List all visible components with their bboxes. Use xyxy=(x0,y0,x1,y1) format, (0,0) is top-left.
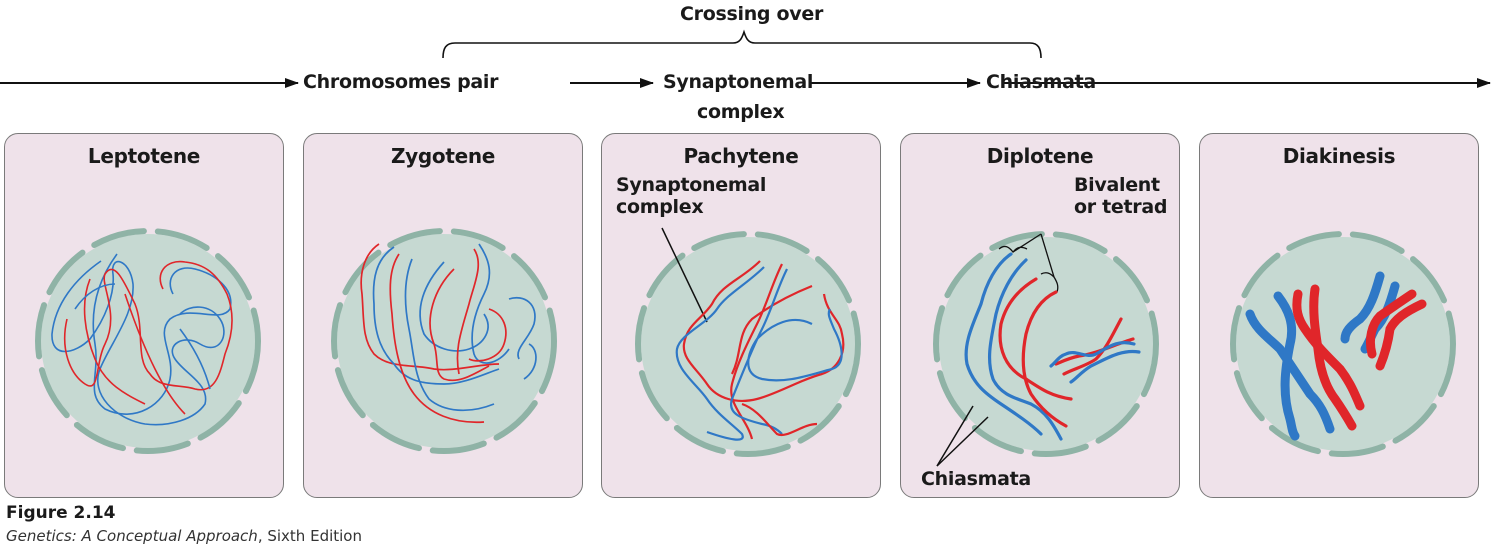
chiasmata-label: Chiasmata xyxy=(921,468,1031,490)
chromosome-red xyxy=(63,260,233,391)
chromosomes xyxy=(964,252,1141,441)
nuclear-envelope xyxy=(35,228,261,454)
chromosome-red xyxy=(1309,284,1357,431)
step-chromosomes-pair: Chromosomes pair xyxy=(303,71,499,93)
nuclear-envelope xyxy=(933,231,1159,457)
chromosomes xyxy=(51,253,233,426)
chromosome-red xyxy=(730,263,813,440)
chromosome-blue xyxy=(1245,309,1335,434)
stage-title: Pachytene xyxy=(683,144,799,168)
chromosome-blue xyxy=(1049,341,1141,384)
stage-title: Diakinesis xyxy=(1282,144,1396,168)
step-chiasmata: Chiasmata xyxy=(986,71,1096,93)
chromosome-blue xyxy=(964,252,1043,436)
crossing-over-brace xyxy=(442,29,1042,59)
nucleus-illustration xyxy=(35,228,261,454)
chromosome-red xyxy=(389,253,485,424)
chromosome-blue xyxy=(1273,291,1300,441)
chromosomes xyxy=(1245,271,1427,441)
chromosome-blue xyxy=(419,261,489,352)
stage-card-zygotene: Zygotene xyxy=(303,133,583,498)
stage-card-diplotene: Diplotene Bivalent or tetrad Chiasmata xyxy=(900,133,1180,498)
chromosome-blue xyxy=(92,253,232,415)
stage-card-leptotene: Leptotene xyxy=(4,133,284,498)
nuclear-envelope xyxy=(635,231,861,457)
nucleus-illustration xyxy=(331,228,557,454)
chromosome-blue xyxy=(675,266,765,441)
crossing-over-label: Crossing over xyxy=(680,3,824,25)
chromosome-blue xyxy=(747,308,843,382)
chromosome-blue xyxy=(471,243,510,364)
pointer-line xyxy=(661,227,708,323)
nuclear-envelope xyxy=(1230,231,1456,457)
stage-title: Leptotene xyxy=(87,144,201,168)
synaptonemal-complex-label: Synaptonemal complex xyxy=(616,174,767,218)
chiasmata-pointers xyxy=(936,405,989,467)
chromosome-red xyxy=(998,277,1073,401)
nucleus-illustration xyxy=(635,227,861,457)
process-flow-arrows xyxy=(0,29,1491,88)
chromosome-blue xyxy=(51,260,225,426)
chromosome-blue xyxy=(404,258,495,412)
chromosome-red xyxy=(682,260,845,402)
chromosome-red xyxy=(1365,289,1427,371)
nucleus-illustration xyxy=(933,231,1159,467)
figure-number: Figure 2.14 xyxy=(6,503,116,523)
nucleus xyxy=(41,234,255,448)
chromosome-red xyxy=(456,248,507,375)
nuclear-envelope xyxy=(331,228,557,454)
chromosome-red xyxy=(360,243,500,371)
step-complex: complex xyxy=(697,101,785,123)
stage-card-diakinesis: Diakinesis xyxy=(1199,133,1479,498)
nucleus-illustration xyxy=(1230,231,1456,457)
chromosome-red xyxy=(83,278,186,415)
chromosomes xyxy=(360,243,537,424)
chromosome-blue xyxy=(987,258,1063,441)
bivalent-pointers xyxy=(998,233,1059,293)
chromosome-blue xyxy=(508,296,537,380)
chromosome-red xyxy=(741,402,818,437)
chromosomes xyxy=(675,260,845,441)
step-synaptonemal: Synaptonemal xyxy=(663,71,814,93)
stage-title: Diplotene xyxy=(986,144,1094,168)
chromosome-blue xyxy=(372,246,500,385)
stage-card-pachytene: Pachytene Synaptonemal complex xyxy=(601,133,881,498)
bivalent-or-tetrad-label: Bivalent or tetrad xyxy=(1074,174,1168,218)
book-title: Genetics: A Conceptual Approach xyxy=(6,527,258,545)
chromosome-blue xyxy=(74,283,211,390)
book-edition: , Sixth Edition xyxy=(257,527,362,545)
chromosome-red xyxy=(1021,290,1068,428)
figure-source: Genetics: A Conceptual Approach, Sixth E… xyxy=(6,527,362,545)
chromosome-red xyxy=(429,268,490,382)
stage-title: Zygotene xyxy=(390,144,496,168)
